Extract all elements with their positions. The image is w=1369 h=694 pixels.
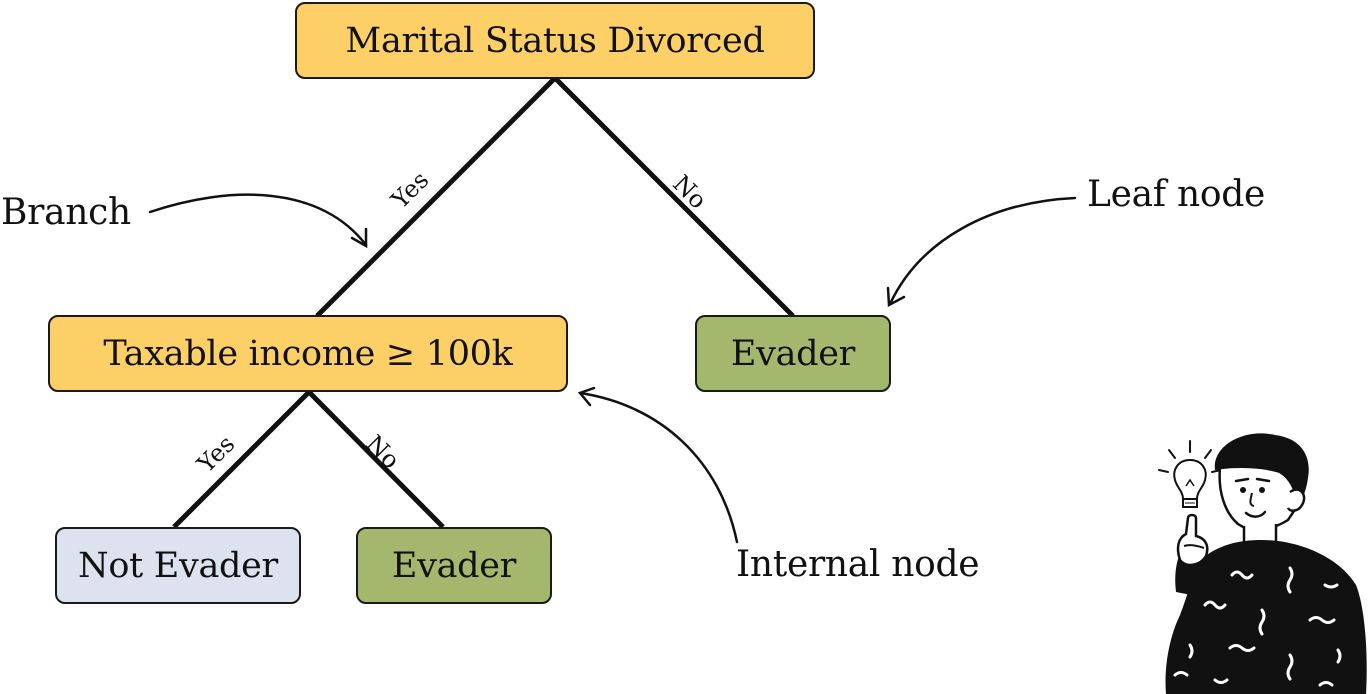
leaf-node-evader-right: Evader: [695, 315, 891, 392]
person-with-lightbulb-icon: [1158, 433, 1367, 694]
leaf-node-evader-bottom-label: Evader: [391, 545, 517, 586]
annotation-internal-node: Internal node: [736, 544, 980, 585]
edge-internal-yes: [172, 390, 311, 529]
leaf-node-evader-bottom: Evader: [356, 527, 552, 604]
edge-root-no: [553, 76, 795, 318]
annotation-branch: Branch: [1, 192, 131, 233]
internal-decision-node-label: Taxable income ≥ 100k: [103, 333, 513, 374]
edge-root-yes: [315, 76, 557, 318]
leaf-node-evader-right-label: Evader: [730, 333, 856, 374]
annotation-leaf-node: Leaf node: [1087, 174, 1265, 215]
edge-internal-no: [307, 390, 445, 529]
leaf-node-arrow: [886, 196, 1077, 308]
root-decision-node: Marital Status Divorced: [295, 2, 815, 79]
internal-node-arrow: [577, 386, 739, 544]
internal-decision-node: Taxable income ≥ 100k: [48, 315, 568, 392]
branch-arrow: [148, 193, 368, 249]
leaf-node-not-evader-label: Not Evader: [78, 545, 278, 586]
root-decision-node-label: Marital Status Divorced: [345, 20, 765, 61]
leaf-node-not-evader: Not Evader: [55, 527, 301, 604]
